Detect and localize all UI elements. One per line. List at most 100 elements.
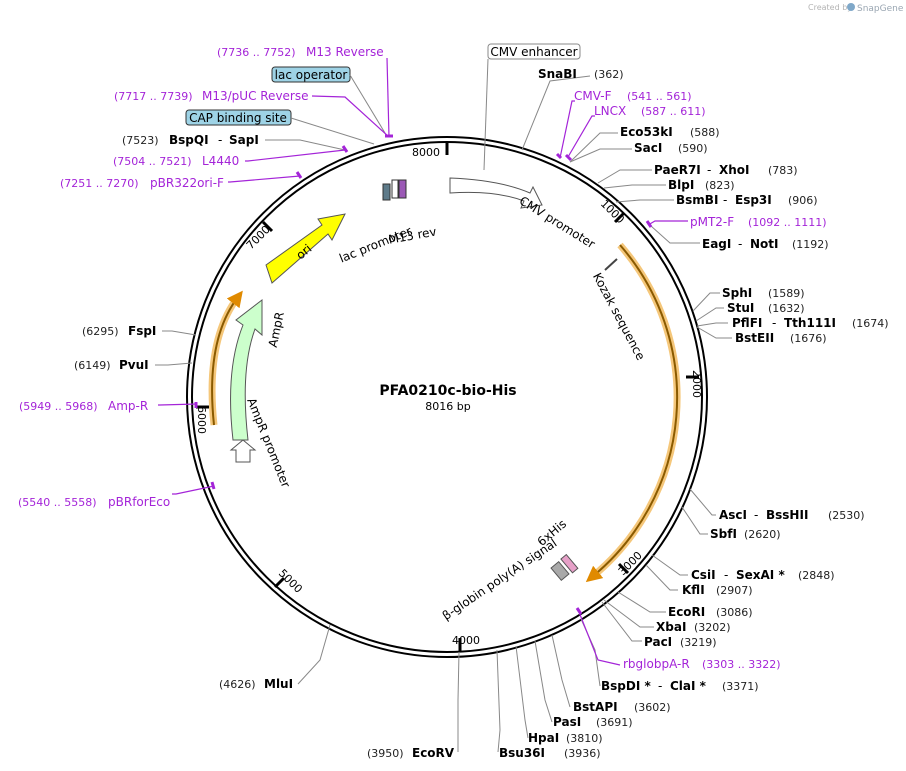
m13-rev-feature[interactable]: [398, 179, 407, 199]
enzyme-name: Bsu36I: [499, 746, 545, 760]
primer-name: rbglobpA-R: [623, 657, 690, 671]
enzyme-eagi-noti[interactable]: EagI - NotI (1192): [702, 237, 829, 251]
plasmid-name: PFA0210c-bio-His: [379, 383, 516, 399]
enzyme-eco53ki[interactable]: Eco53kI (588): [620, 125, 720, 139]
cmv-promoter-arrow[interactable]: [449, 177, 543, 209]
enzyme-position: (4626): [219, 678, 256, 691]
enzyme-name-2: Tth111I: [784, 316, 836, 330]
primer-m13-puc-reverse[interactable]: (7717 .. 7739) M13/pUC Reverse: [114, 89, 309, 103]
lac-operator-box[interactable]: lac operator: [271, 66, 351, 83]
primer-range: (5949 .. 5968): [19, 400, 98, 413]
enzyme-position: (3371): [722, 680, 759, 693]
primer-range: (7504 .. 7521): [113, 155, 192, 168]
enzyme-bsteii[interactable]: BstEII (1676): [735, 331, 827, 345]
enzyme-sphi[interactable]: SphI (1589): [722, 286, 805, 300]
enzyme-csii-sexai[interactable]: CsiI - SexAI * (2848): [691, 568, 835, 582]
svg-text:-: -: [754, 508, 758, 522]
enzyme-name: BspQI: [169, 133, 209, 147]
enzyme-name: StuI: [727, 301, 754, 315]
enzyme-name-2: Esp3I: [735, 193, 772, 207]
enzyme-name: SacI: [634, 141, 662, 155]
enzyme-pvui[interactable]: (6149) PvuI: [74, 358, 149, 372]
enzyme-fspi[interactable]: (6295) FspI: [82, 324, 156, 338]
enzyme-position: (362): [594, 68, 624, 81]
ring-tick-2000: 2000: [690, 370, 703, 398]
cap-site-feature[interactable]: [382, 183, 391, 201]
polya-feature[interactable]: [550, 560, 570, 582]
cmv-promoter-label: CMV promoter: [517, 194, 598, 252]
primer-m13-reverse[interactable]: (7736 .. 7752) M13 Reverse: [217, 45, 384, 59]
primer-name: pBR322ori-F: [150, 176, 224, 190]
primer-pmt2-f[interactable]: pMT2-F (1092 .. 1111): [690, 215, 827, 229]
svg-text:-: -: [658, 679, 662, 693]
enzyme-stui[interactable]: StuI (1632): [727, 301, 805, 315]
enzyme-position: (590): [678, 142, 708, 155]
his-tag-feature[interactable]: [560, 553, 579, 574]
cap-site-leader: [290, 117, 375, 145]
enzyme-ecorv[interactable]: (3950) EcoRV: [367, 746, 455, 760]
primer-cmv-f[interactable]: CMV-F (541 .. 561): [574, 89, 692, 103]
enzyme-name: BsmBI: [676, 193, 718, 207]
credit-brand: SnapGene: [857, 4, 904, 14]
enzyme-bsmbi-esp3i[interactable]: BsmBI - Esp3I (906): [676, 193, 818, 207]
enzyme-saci[interactable]: SacI (590): [634, 141, 708, 155]
enzyme-paer7i-xhoi[interactable]: PaeR7I - XhoI (783): [654, 163, 798, 177]
plasmid-length: 8016 bp: [425, 400, 470, 413]
primer-name: Amp-R: [108, 399, 148, 413]
enzyme-xbai[interactable]: XbaI (3202): [656, 620, 731, 634]
ampr-arrow[interactable]: [230, 298, 263, 441]
primer-name: CMV-F: [574, 89, 612, 103]
enzyme-ecori[interactable]: EcoRI (3086): [668, 605, 753, 619]
enzyme-hpai[interactable]: HpaI (3810): [528, 731, 603, 745]
ori-arrow[interactable]: [265, 213, 346, 284]
enzyme-name-2: SexAI *: [736, 568, 785, 582]
svg-text:-: -: [723, 193, 727, 207]
primer-range: (541 .. 561): [627, 90, 692, 103]
enzyme-bsu36i[interactable]: Bsu36I (3936): [499, 746, 601, 760]
lac-operator-leader: [349, 74, 386, 134]
primer-pbr322ori-f[interactable]: (7251 .. 7270) pBR322ori-F: [60, 176, 224, 190]
enzyme-pflfi-tth111i[interactable]: PflFI - Tth111I (1674): [732, 316, 889, 330]
enzyme-position: (1589): [768, 287, 805, 300]
enzyme-position: (3810): [566, 732, 603, 745]
enzyme-paci[interactable]: PacI (3219): [644, 635, 717, 649]
enzyme-asci-bsshii[interactable]: AscI - BssHII (2530): [719, 508, 865, 522]
primer-name: LNCX: [594, 104, 626, 118]
enzyme-name: HpaI: [528, 731, 559, 745]
enzyme-name: PflFI: [732, 316, 762, 330]
enzyme-sbfi[interactable]: SbfI (2620): [710, 527, 781, 541]
cap-site-box[interactable]: CAP binding site: [185, 109, 292, 126]
cmv-enhancer-leader: [483, 58, 489, 171]
enzyme-mlui[interactable]: (4626) MluI: [219, 677, 293, 691]
cmv-enhancer-box[interactable]: CMV enhancer: [487, 43, 581, 60]
enzyme-position: (3219): [680, 636, 717, 649]
enzyme-name: SbfI: [710, 527, 737, 541]
enzyme-leaders: [155, 75, 732, 753]
ring-tick-4000: 4000: [452, 634, 480, 647]
lac-promoter-feature[interactable]: [391, 179, 399, 199]
enzyme-position: (588): [690, 126, 720, 139]
primer-pbrforeco[interactable]: (5540 .. 5558) pBRforEco: [18, 495, 170, 509]
enzyme-kfli[interactable]: KflI (2907): [682, 583, 753, 597]
primer-rbglobpa-r[interactable]: rbglobpA-R (3303 .. 3322): [623, 657, 781, 671]
primer-amp-r[interactable]: (5949 .. 5968) Amp-R: [19, 399, 148, 413]
enzyme-name-2: SapI: [229, 133, 259, 147]
enzyme-name: BstEII: [735, 331, 774, 345]
primer-name: M13 Reverse: [306, 45, 384, 59]
primer-l4440[interactable]: (7504 .. 7521) L4440: [113, 154, 239, 168]
primer-lncx[interactable]: LNCX (587 .. 611): [594, 104, 706, 118]
enzyme-bstapi[interactable]: BstAPI (3602): [573, 700, 671, 714]
orf-arrow[interactable]: [585, 244, 679, 583]
enzyme-pasi[interactable]: PasI (3691): [553, 715, 633, 729]
enzyme-snabi[interactable]: SnaBI (362): [538, 67, 624, 81]
enzyme-position: (3602): [634, 701, 671, 714]
ampr-promoter-arrow[interactable]: [229, 439, 257, 463]
ampr-arc-arrow[interactable]: [211, 290, 243, 426]
enzyme-position: (3691): [596, 716, 633, 729]
enzyme-name: XbaI: [656, 620, 686, 634]
enzyme-bspdi-clai[interactable]: BspDI * - ClaI * (3371): [601, 679, 759, 693]
enzyme-bspqi-sapi[interactable]: (7523) BspQI - SapI: [122, 133, 259, 147]
enzyme-blpi[interactable]: BlpI (823): [668, 178, 735, 192]
enzyme-position: (7523): [122, 134, 159, 147]
